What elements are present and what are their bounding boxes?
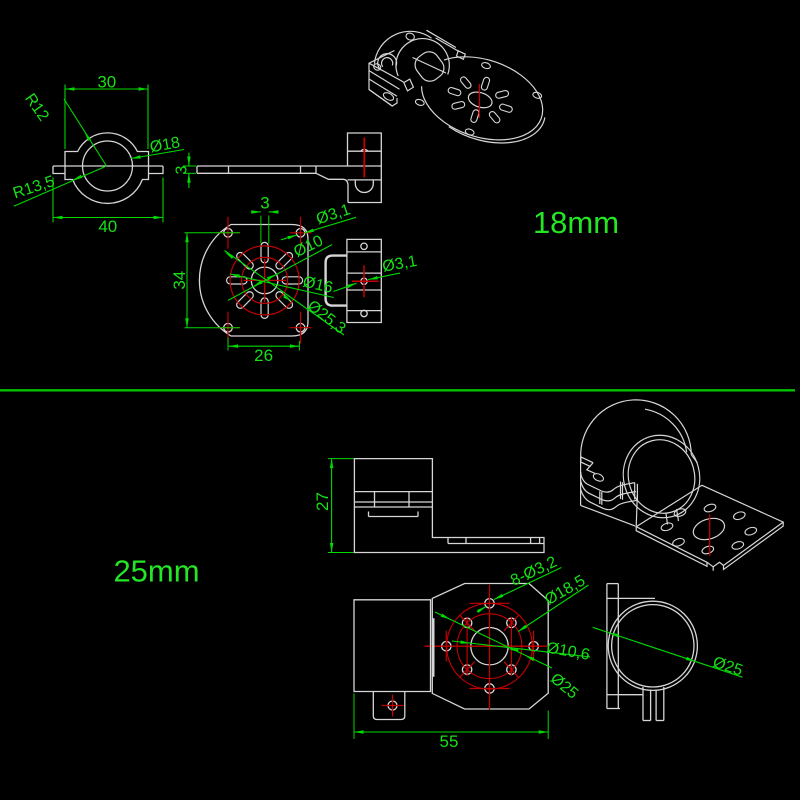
svg-text:26: 26	[254, 346, 273, 365]
svg-text:40: 40	[98, 217, 117, 236]
svg-text:Ø3,1: Ø3,1	[381, 253, 418, 276]
svg-text:18mm: 18mm	[533, 205, 619, 240]
svg-text:55: 55	[440, 732, 459, 751]
svg-text:3: 3	[260, 194, 269, 213]
svg-text:Ø16: Ø16	[301, 274, 334, 297]
svg-text:34: 34	[170, 271, 189, 290]
svg-text:27: 27	[313, 492, 332, 511]
svg-text:25mm: 25mm	[113, 554, 199, 589]
svg-text:Ø18: Ø18	[149, 134, 182, 156]
svg-text:3: 3	[173, 165, 190, 174]
svg-text:30: 30	[97, 73, 116, 92]
